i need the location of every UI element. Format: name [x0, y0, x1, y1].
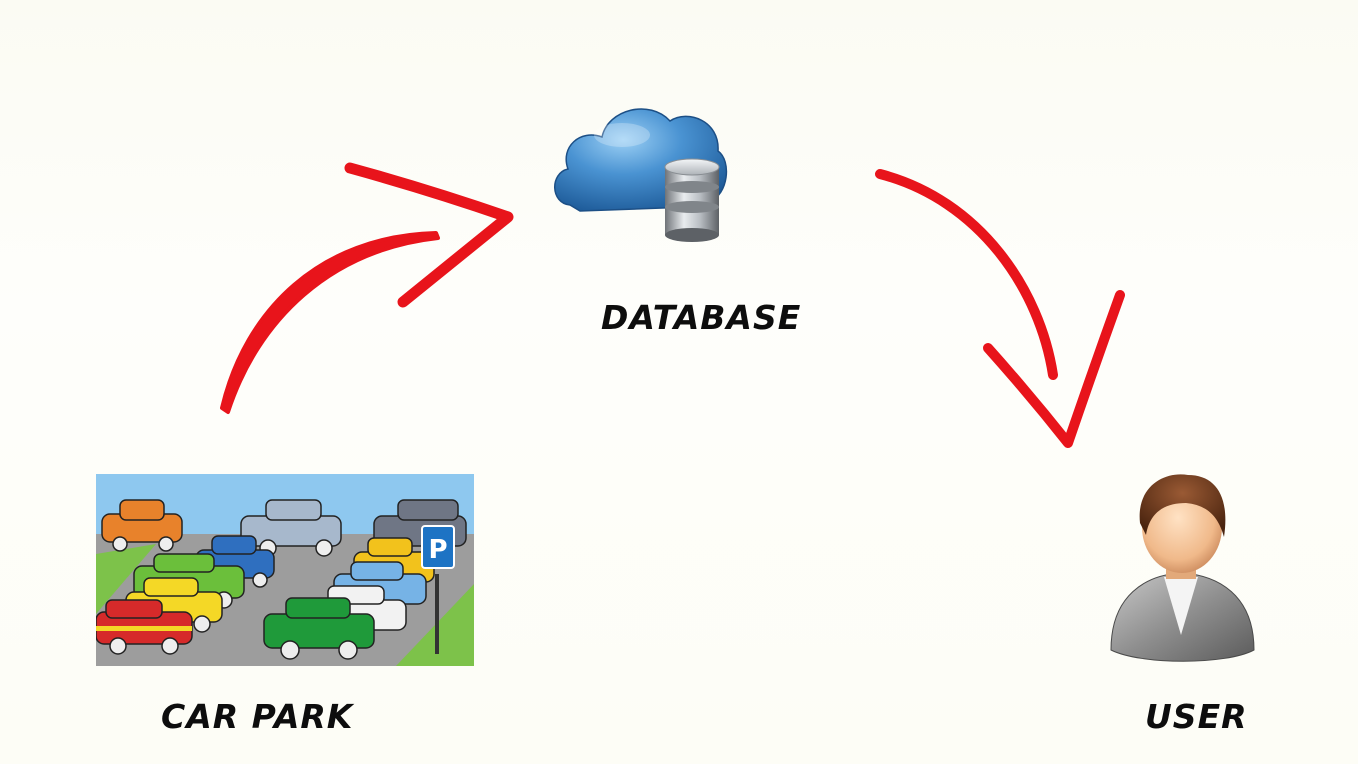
arrow-database-to-user — [875, 169, 1125, 448]
arrow-carpark-to-database — [220, 162, 514, 414]
carpark-label: CAR PARK — [161, 697, 354, 736]
svg-text:P: P — [428, 535, 447, 565]
cloud-database-icon — [550, 95, 730, 245]
database-label: DATABASE — [601, 298, 802, 337]
user-label: USER — [1145, 697, 1248, 736]
user-avatar-icon — [1106, 465, 1256, 665]
parking-lot-illustration: P — [96, 474, 474, 666]
